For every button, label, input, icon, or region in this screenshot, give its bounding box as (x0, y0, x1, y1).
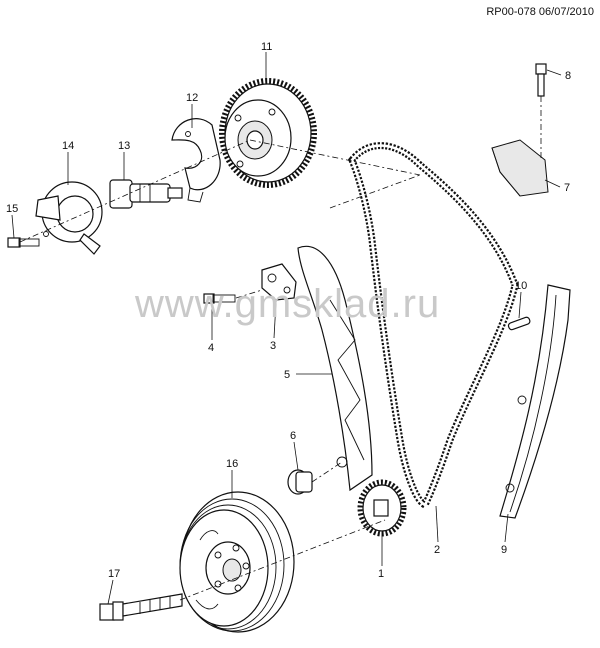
chain-guide-fixed (499, 284, 571, 519)
callout-4: 4 (208, 342, 214, 354)
actuator-bolt (7, 237, 40, 248)
crankshaft-bolt (99, 593, 183, 621)
guide-pin (507, 316, 531, 331)
callout-15: 15 (6, 203, 18, 215)
callout-3: 3 (270, 340, 276, 352)
leader-lines (11, 52, 562, 605)
guide-plug (287, 469, 313, 495)
upper-chain-guide (491, 139, 549, 197)
callout-12: 12 (186, 92, 198, 104)
chain-tensioner (261, 263, 297, 301)
camshaft-shield-plate (171, 118, 221, 203)
callout-6: 6 (290, 430, 296, 442)
callout-1: 1 (378, 568, 384, 580)
tensioner-bolt (203, 293, 236, 304)
chain-tensioner-guide (297, 245, 373, 492)
callout-17: 17 (108, 568, 120, 580)
camshaft-sprocket (219, 78, 317, 188)
assembly-axis-lines (19, 96, 542, 601)
callout-5: 5 (284, 369, 290, 381)
callout-13: 13 (118, 140, 130, 152)
callout-16: 16 (226, 458, 238, 470)
document-reference: RP00-078 06/07/2010 (486, 6, 594, 18)
callout-11: 11 (261, 41, 272, 53)
control-valve-solenoid (109, 179, 183, 209)
timing-chain (347, 142, 519, 510)
callout-labels: 11 12 13 14 15 8 7 10 4 3 5 6 16 1 2 9 1… (6, 41, 571, 580)
callout-7: 7 (564, 182, 570, 194)
callout-14: 14 (62, 140, 74, 152)
callout-10: 10 (515, 280, 527, 292)
camshaft-actuator-housing (35, 181, 103, 255)
crankshaft-pulley (179, 491, 295, 633)
guide-bolt-upper (535, 63, 547, 97)
callout-9: 9 (501, 544, 507, 556)
callout-2: 2 (434, 544, 440, 556)
callout-8: 8 (565, 70, 571, 82)
crankshaft-sprocket (357, 479, 407, 537)
